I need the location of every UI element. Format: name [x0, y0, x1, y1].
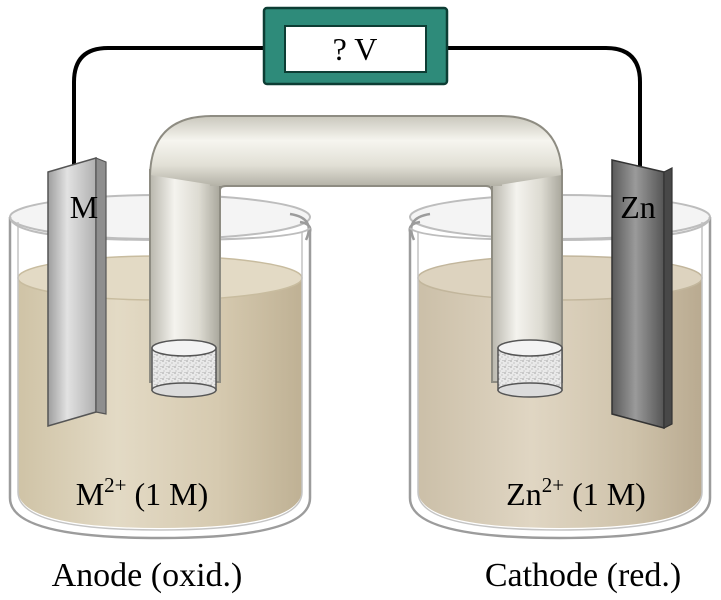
voltmeter-display: [284, 25, 427, 73]
anode-electrode-label: M: [70, 189, 98, 225]
anode-ion: M: [76, 476, 104, 512]
right-wire: [442, 46, 642, 172]
cathode-caption: Cathode (red.): [485, 557, 681, 594]
cathode-electrode-label: Zn: [620, 189, 656, 225]
cathode-solution-label: Zn2+ (1 M): [506, 473, 646, 512]
anode-concentration: (1 M): [127, 476, 209, 512]
right-porous-plug: [497, 339, 563, 398]
anode-ion-charge: 2+: [104, 473, 126, 497]
voltmeter-reading: ? V: [333, 31, 378, 67]
cathode-ion: Zn: [506, 476, 542, 512]
anode-electrode: M: [47, 157, 107, 427]
cathode-ion-charge: 2+: [542, 473, 564, 497]
left-porous-plug: [151, 339, 217, 398]
anode-caption: Anode (oxid.): [52, 557, 243, 594]
anode-solution-label: M2+ (1 M): [76, 473, 209, 512]
salt-bridge: [149, 115, 563, 398]
voltmeter: ? V: [262, 6, 449, 86]
cathode-electrode: Zn: [611, 159, 673, 429]
cathode-concentration: (1 M): [564, 476, 646, 512]
left-wire: [72, 46, 268, 172]
